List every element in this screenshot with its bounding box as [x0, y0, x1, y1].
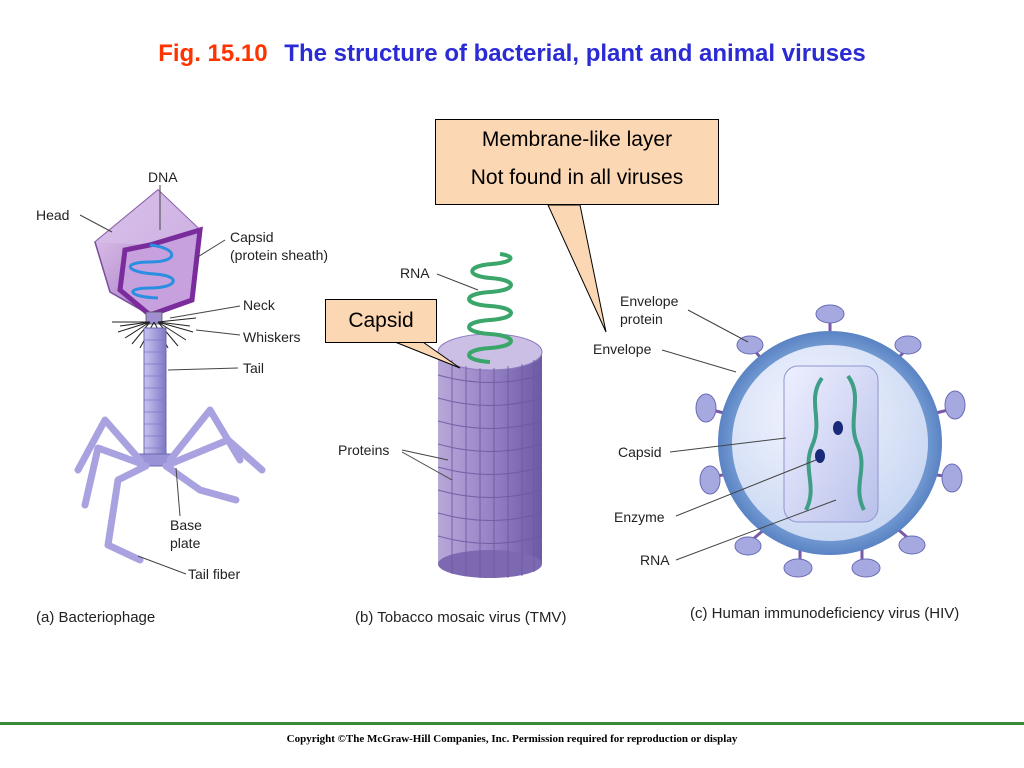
capsid-callout: Capsid [325, 299, 437, 343]
membrane-callout-line2: Not found in all viruses [470, 166, 684, 189]
tmv-rod [438, 352, 542, 564]
label-base: Base [170, 517, 202, 533]
membrane-callout: Membrane-like layer Not found in all vir… [435, 119, 719, 205]
label-envelope-protein-2: protein [620, 311, 663, 327]
envelope-proteins [695, 304, 966, 578]
copyright-notice: Copyright ©The McGraw-Hill Companies, In… [286, 733, 738, 745]
hiv-rna-2 [846, 374, 866, 511]
bacteriophage: DNA Head Capsid (protein sheath) Neck Wh… [36, 169, 328, 626]
caption-bacteriophage: (a) Bacteriophage [36, 609, 155, 626]
tail-fibers [74, 406, 266, 564]
label-envelope-protein: Envelope [620, 293, 679, 309]
hiv-capsid [783, 365, 879, 523]
label-hiv-rna: RNA [640, 552, 670, 568]
figure-title: The structure of bacterial, plant and an… [284, 40, 866, 67]
label-neck: Neck [243, 297, 276, 313]
enzyme-2 [815, 449, 825, 463]
enzyme-1 [833, 421, 843, 435]
label-envelope: Envelope [593, 341, 652, 357]
membrane-callout-line1: Membrane-like layer [481, 128, 673, 151]
label-rna: RNA [400, 265, 430, 281]
caption-tmv: (b) Tobacco mosaic virus (TMV) [355, 609, 566, 626]
label-head: Head [36, 207, 69, 223]
footer-divider [0, 722, 1024, 725]
label-plate: plate [170, 535, 201, 551]
caption-hiv: (c) Human immunodeficiency virus (HIV) [690, 605, 959, 622]
dna-coil [128, 243, 175, 300]
label-enzyme: Enzyme [614, 509, 665, 525]
label-capsid: Capsid [230, 229, 274, 245]
tmv-rna [467, 252, 513, 364]
membrane-callout-pointer [547, 204, 607, 333]
label-hiv-capsid: Capsid [618, 444, 662, 460]
phage-tail [143, 327, 167, 457]
hiv-virus: Envelope protein Envelope Capsid Enzyme … [593, 293, 966, 622]
label-protein-sheath: (protein sheath) [230, 247, 328, 263]
tobacco-mosaic-virus: RNA Proteins (b) Tobacco mosaic virus (T… [338, 252, 566, 626]
capsid-callout-text: Capsid [348, 309, 414, 332]
label-tail-fiber: Tail fiber [188, 566, 240, 582]
label-proteins: Proteins [338, 442, 389, 458]
hiv-rna-1 [804, 376, 824, 511]
label-whiskers: Whiskers [243, 329, 301, 345]
label-dna: DNA [148, 169, 178, 185]
figure-number: Fig. 15.10 [158, 40, 268, 67]
label-tail: Tail [243, 360, 264, 376]
slide-title: Fig. 15.10 The structure of bacterial, p… [0, 40, 1024, 68]
